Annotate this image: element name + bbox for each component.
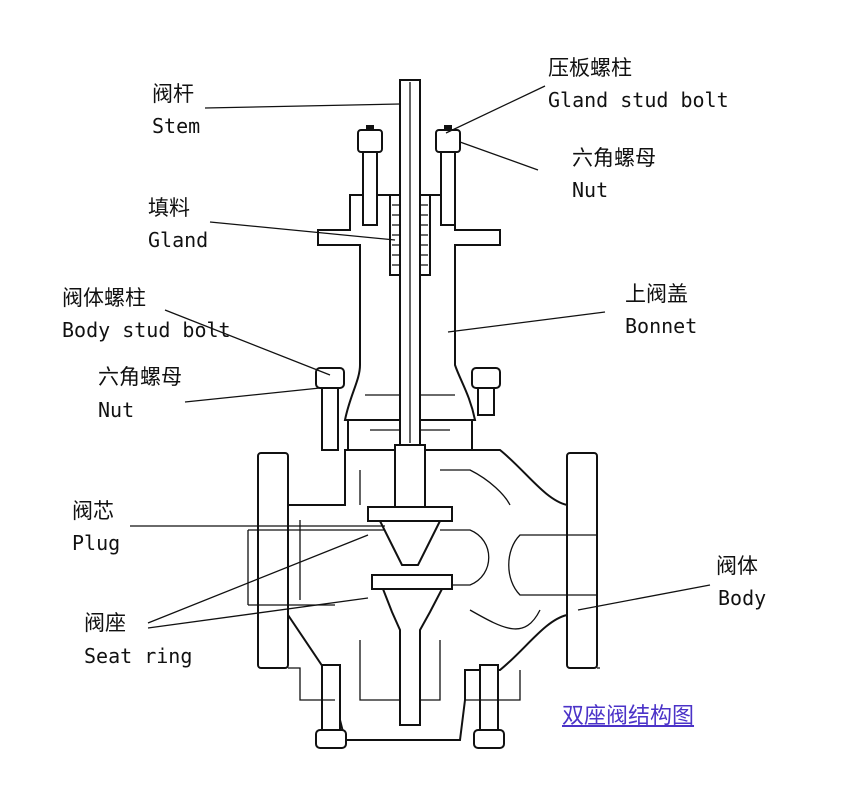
- plug-label-cn: 阀芯: [72, 499, 114, 523]
- nut-left-label-cn: 六角螺母: [98, 365, 182, 389]
- nut-top-label-cn: 六角螺母: [572, 146, 656, 170]
- gland-label-en: Gland: [148, 228, 209, 252]
- body-label-cn: 阀体: [716, 554, 758, 578]
- nut-left-label-en: Nut: [98, 398, 135, 422]
- left-flange: [257, 452, 289, 669]
- bottom-bolts: [288, 664, 600, 749]
- seat-ring-label-en: Seat ring: [84, 644, 193, 668]
- body-label-en: Body: [718, 586, 767, 610]
- leader-lines: [130, 85, 711, 629]
- right-flange: [566, 452, 598, 669]
- gland-stud-bolt-label-en: Gland stud bolt: [548, 88, 729, 112]
- stem-label-en: Stem: [152, 114, 201, 138]
- diagram-title: 双座阀结构图: [562, 704, 695, 729]
- body-stud-bolts: [315, 367, 501, 451]
- nut-top-label-en: Nut: [572, 178, 609, 202]
- plug-label-en: Plug: [72, 531, 121, 555]
- gland-label-cn: 填料: [148, 196, 190, 220]
- upper-plug: [367, 506, 453, 566]
- stem: [394, 79, 426, 511]
- body-stud-bolt-label-en: Body stud bolt: [62, 318, 231, 342]
- stem-label-cn: 阀杆: [152, 82, 194, 106]
- bonnet-label-cn: 上阀盖: [625, 282, 688, 306]
- seat-ring-label-cn: 阀座: [84, 611, 126, 635]
- gland-stud-bolt-label-cn: 压板螺柱: [548, 56, 632, 80]
- body-stud-bolt-label-cn: 阀体螺柱: [62, 286, 146, 310]
- gland-stud-bolts: [357, 125, 461, 226]
- lower-plug: [371, 574, 453, 726]
- bonnet-label-en: Bonnet: [625, 314, 698, 338]
